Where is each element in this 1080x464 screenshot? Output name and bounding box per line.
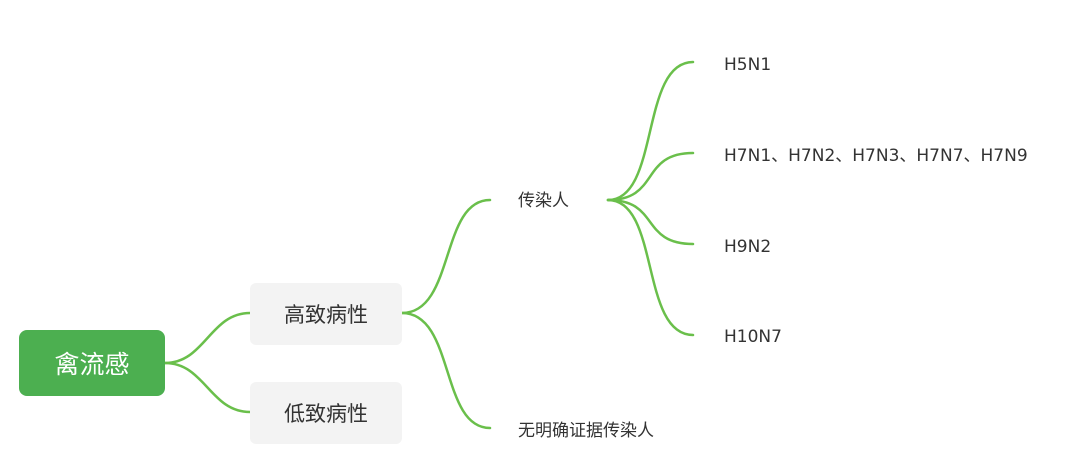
node-transmits-to-humans[interactable]: 传染人 xyxy=(518,191,569,211)
connector-high-to-transmit xyxy=(400,198,492,315)
root-node[interactable]: 禽流感 xyxy=(19,330,165,396)
connector-high-to-unproven xyxy=(400,311,492,430)
leaf-h9n2[interactable]: H9N2 xyxy=(724,237,772,257)
leaf-h5n1[interactable]: H5N1 xyxy=(724,55,772,75)
leaf-h10n7[interactable]: H10N7 xyxy=(724,327,782,347)
branch-low-pathogenic[interactable]: 低致病性 xyxy=(250,382,402,444)
connector-root-to-low xyxy=(163,361,252,414)
connector-transmit-to-h9n2 xyxy=(606,198,695,246)
branch-high-pathogenic[interactable]: 高致病性 xyxy=(250,283,402,345)
connector-root-to-high xyxy=(163,311,252,365)
connector-transmit-to-h7 xyxy=(606,151,695,202)
connector-transmit-to-h5n1 xyxy=(606,60,695,202)
connector-transmit-to-h10n7 xyxy=(606,198,695,337)
node-no-evidence-transmission[interactable]: 无明确证据传染人 xyxy=(518,421,654,441)
leaf-h7-subtypes[interactable]: H7N1、H7N2、H7N3、H7N7、H7N9 xyxy=(724,146,1028,166)
